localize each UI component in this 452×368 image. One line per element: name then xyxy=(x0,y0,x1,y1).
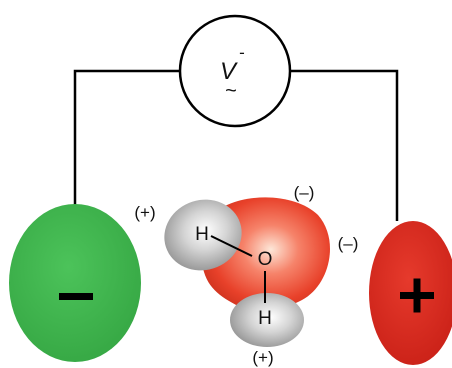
negative-electrode xyxy=(9,204,141,362)
oxygen-label: O xyxy=(258,249,273,270)
left-wire xyxy=(73,69,180,205)
voltmeter-symbol: V xyxy=(220,58,238,85)
hydrogen-label-bottom: H xyxy=(258,308,272,329)
negative-electrode-body xyxy=(9,204,141,362)
minus-sign xyxy=(59,293,93,300)
voltmeter-subscript: ~ xyxy=(225,80,237,102)
charge-label-top-left: (+) xyxy=(134,203,155,222)
voltmeter-circle xyxy=(178,14,292,128)
voltmeter-superscript: - xyxy=(239,43,245,62)
hydrogen-atom-top xyxy=(164,199,242,271)
charge-label-bottom: (+) xyxy=(252,348,273,367)
positive-electrode xyxy=(369,221,452,365)
plus-sign-vertical xyxy=(413,278,421,313)
hydrogen-label-top: H xyxy=(195,224,209,245)
right-wire xyxy=(290,69,399,221)
hydrogen-atom-bottom xyxy=(230,293,304,347)
voltmeter: V - ~ xyxy=(178,14,292,128)
bond-top xyxy=(210,235,253,257)
charge-label-top-right: (–) xyxy=(294,183,315,202)
water-molecule: H O H xyxy=(164,197,330,347)
charge-label-right: (–) xyxy=(338,234,359,253)
